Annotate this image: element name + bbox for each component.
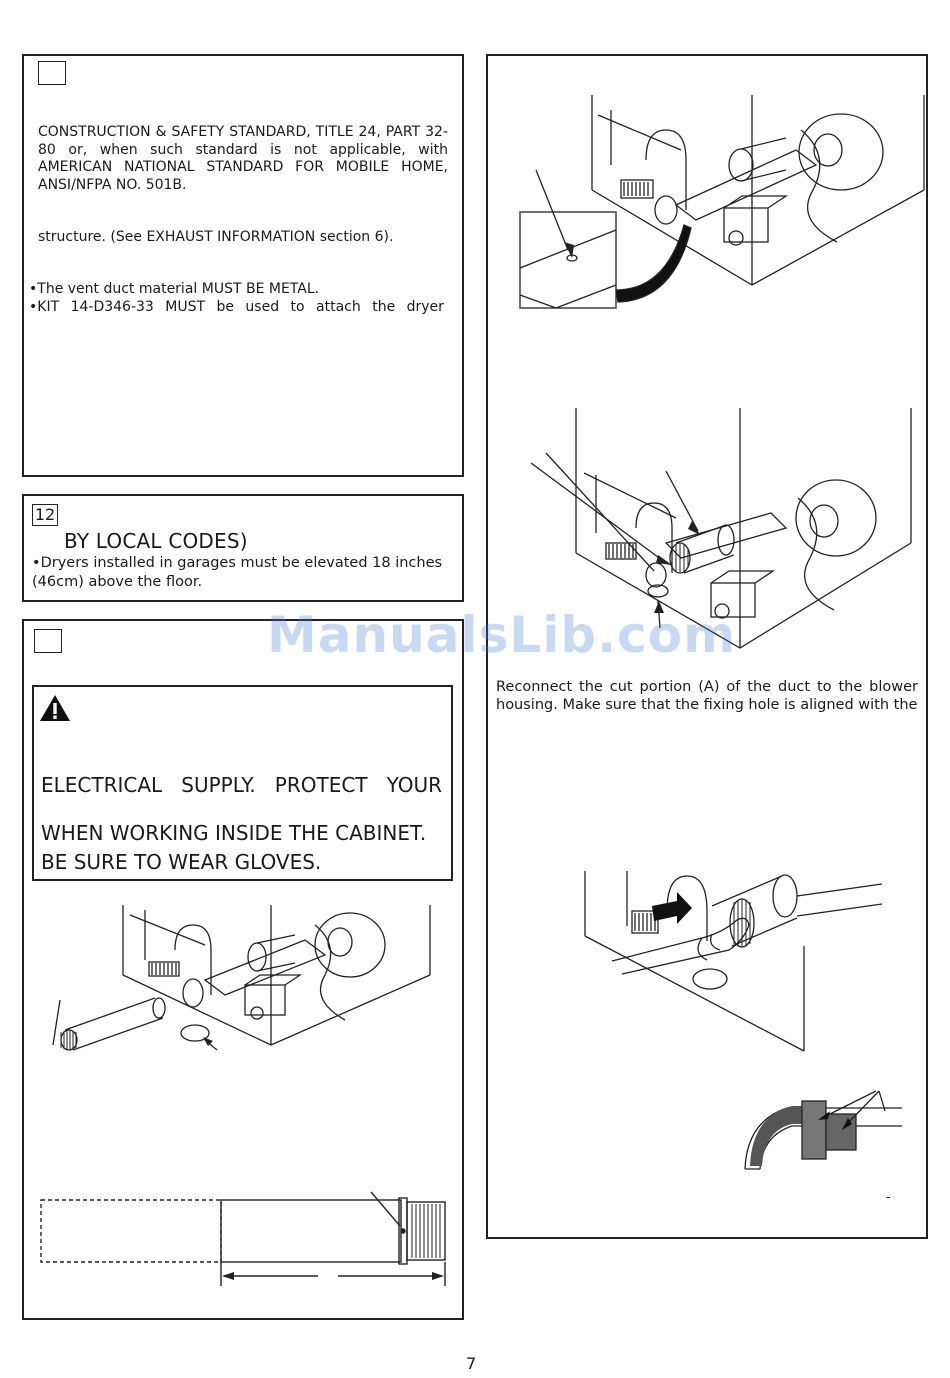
page-number: 7 (466, 1354, 477, 1373)
section-12-heading: BY LOCAL CODES) (64, 529, 248, 553)
structure-paragraph: structure. (See EXHAUST INFORMATION sect… (38, 229, 394, 245)
section-12-number: 12 (32, 504, 58, 526)
reconnect-caption: Reconnect the cut portion (A) of the duc… (496, 679, 918, 713)
hand-pushing-duct-illustration (584, 871, 883, 1052)
dash-note: - (886, 1190, 891, 1205)
section-12-box (22, 494, 464, 602)
section-number-box-2 (34, 629, 62, 653)
duct-elbow-tape-illustration (744, 1090, 902, 1170)
dryer-detail-illustration (519, 95, 925, 309)
section-mobile-home-box (22, 54, 464, 477)
bullet-metal-duct: •The vent duct material MUST BE METAL. (29, 281, 320, 297)
bullet-garage-text: Dryers installed in garages must be elev… (32, 555, 443, 590)
standard-paragraph: CONSTRUCTION & SAFETY STANDARD, TITLE 24… (38, 124, 448, 193)
warning-icon (40, 695, 70, 721)
warning-line-2: WHEN WORKING INSIDE THE CABINET. (41, 821, 427, 845)
duct-cut-diagram (40, 1191, 446, 1286)
dryer-reconnect-illustration (530, 408, 912, 649)
warning-box (32, 685, 453, 881)
section-number-box (38, 61, 66, 85)
bullet-kit-text: KIT 14-D346-33 MUST be used to attach th… (37, 299, 444, 315)
warning-line-3: BE SURE TO WEAR GLOVES. (41, 850, 322, 874)
section-duct-box (22, 619, 464, 1320)
warning-line-1: ELECTRICAL SUPPLY. PROTECT YOUR (41, 773, 442, 797)
bullet-metal-duct-text: The vent duct material MUST BE METAL. (37, 281, 320, 297)
dryer-duct-removal-illustration (52, 905, 431, 1051)
right-column-box (486, 54, 928, 1239)
bullet-garage: •Dryers installed in garages must be ele… (32, 555, 443, 590)
watermark: ManualsLib.com (267, 606, 737, 664)
bullet-kit: •KIT 14-D346-33 MUST be used to attach t… (29, 299, 444, 315)
